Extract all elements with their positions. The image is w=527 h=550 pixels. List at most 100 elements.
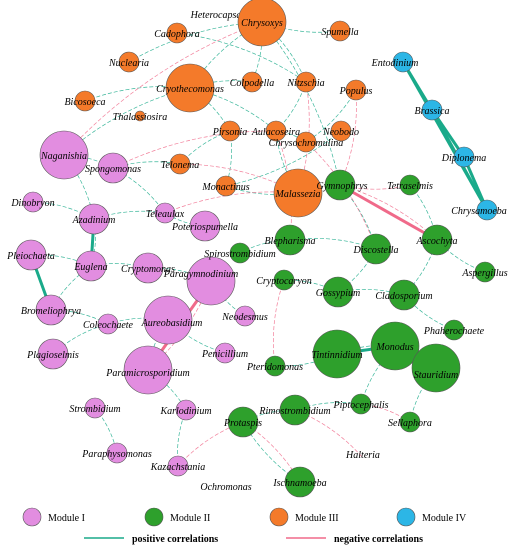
node-brassica: Brassica (415, 99, 450, 121)
negative-edge (112, 130, 277, 169)
legend-label: negative correlations (334, 534, 423, 545)
node-plagioselmis: Plagioselmis (26, 338, 79, 370)
node-monactinus: Monactinus (201, 175, 250, 197)
node-circle (264, 355, 286, 377)
node-label: Chrysochromulina (269, 138, 344, 149)
node-label: Bicosoeca (64, 97, 105, 108)
node-circle (166, 22, 188, 44)
node-ascochyta: Ascochyta (415, 224, 458, 256)
node-circle (134, 110, 146, 122)
node-label: Ascochyta (415, 236, 457, 247)
node-label: Cladosporium (375, 291, 432, 302)
node-circle (189, 210, 221, 242)
legend-module-I: Module I (22, 507, 85, 527)
node-circle (322, 276, 354, 308)
node-label: Gossypium (316, 288, 360, 299)
node-label: Gymnophrys (316, 181, 367, 192)
node-populus: Populus (339, 79, 373, 101)
node-penicillium: Penicillium (201, 342, 248, 364)
node-aspergillus: Aspergillus (461, 261, 508, 283)
node-paraphysomonas: Paraphysomonas (81, 442, 152, 464)
node-colpodella: Colpodella (230, 71, 274, 93)
node-ischnamoeba: Ischnamoeba (272, 466, 327, 498)
node-label: Chrysoxys (241, 18, 283, 29)
node-circle (345, 79, 367, 101)
node-label: Halteria (345, 450, 380, 461)
node-label: Pirsonia (212, 127, 247, 138)
node-label: Aulacoseira (251, 127, 300, 138)
node-circle (106, 442, 128, 464)
node-strombidium: Strombidium (69, 397, 121, 419)
node-label: Spirostrombidium (204, 249, 276, 260)
node-circle (324, 169, 356, 201)
node-label: Chrysamoeba (451, 206, 507, 217)
node-circle (295, 71, 317, 93)
node-circle (22, 191, 44, 213)
node-rimostrombidium: Rimostrombidium (258, 394, 331, 426)
node-circle (214, 342, 236, 364)
node-azadinium: Azadinium (72, 203, 116, 235)
node-label: Paragymnodinium (163, 269, 238, 280)
node-circle (123, 345, 173, 395)
node-circle (388, 279, 420, 311)
node-label: Tetraselmis (387, 181, 433, 192)
node-poteriospumella: Poteriospumella (171, 210, 238, 242)
node-label: Cryptocaryon (256, 276, 312, 287)
node-aulacoseira: Aulacoseira (251, 120, 300, 142)
node-gossypium: Gossypium (316, 276, 360, 308)
node-pleiochaeta: Pleiochaeta (6, 239, 55, 271)
node-spongomonas: Spongomonas (85, 152, 141, 184)
node-label: Aspergillus (461, 268, 507, 279)
positive-edge (94, 407, 118, 454)
node-blepharisma: Blepharisma (264, 224, 316, 256)
node-circle (74, 90, 96, 112)
node-label: Discostella (353, 245, 399, 256)
node-label: Plagioselmis (26, 350, 79, 361)
negative-edge (273, 279, 285, 367)
node-circle (392, 51, 414, 73)
node-chrysochromulina: Chrysochromulina (269, 131, 344, 153)
node-circle (37, 338, 69, 370)
node-label: Strombidium (69, 404, 120, 415)
negative-edge (63, 21, 263, 156)
node-label: Spongomonas (85, 164, 141, 175)
node-naganishia: Naganishia (39, 130, 89, 180)
node-label: Paraphysomonas (81, 449, 152, 460)
legend-positive-correlation: positive correlations (84, 534, 218, 545)
node-ochromonas: Ochromonas (200, 482, 251, 493)
node-label: Entodinium (371, 58, 419, 69)
node-circle (84, 397, 106, 419)
node-label: Teleaulax (146, 209, 185, 220)
node-label: Neobodo (322, 127, 359, 138)
node-label: Pteridomonas (246, 362, 303, 373)
node-circle (295, 131, 317, 153)
node-label: Spumella (321, 27, 358, 38)
node-label: Populus (339, 86, 373, 97)
nodes-layer: HeterocapsaCadophoraChrysoxysSpumellaNuc… (6, 0, 508, 498)
node-label: Malassezia (275, 189, 321, 200)
legend-label: Module III (295, 513, 339, 524)
node-circle (350, 393, 372, 415)
strong-negative-edge (339, 183, 438, 242)
node-circle (330, 120, 352, 142)
node-label: Azadinium (72, 215, 116, 226)
node-circle (143, 295, 193, 345)
node-circle (167, 455, 189, 477)
node-label: Karlodinium (159, 406, 211, 417)
node-label: Tintinnidium (311, 350, 362, 361)
node-aureobasidium: Aureobasidium (141, 295, 203, 345)
node-monodus: Monodus (370, 321, 420, 371)
node-stauridium: Stauridium (411, 343, 461, 393)
node-circle (118, 51, 140, 73)
node-label: Euglena (73, 262, 107, 273)
legend-label: positive correlations (132, 534, 218, 545)
node-label: Ochromonas (200, 482, 251, 493)
node-circle (35, 294, 67, 326)
node-label: Aureobasidium (141, 318, 203, 329)
node-karlodinium: Karlodinium (159, 399, 212, 421)
node-malassezia: Malassezia (273, 168, 323, 218)
node-gymnophrys: Gymnophrys (316, 169, 368, 201)
positive-edge (239, 239, 291, 254)
